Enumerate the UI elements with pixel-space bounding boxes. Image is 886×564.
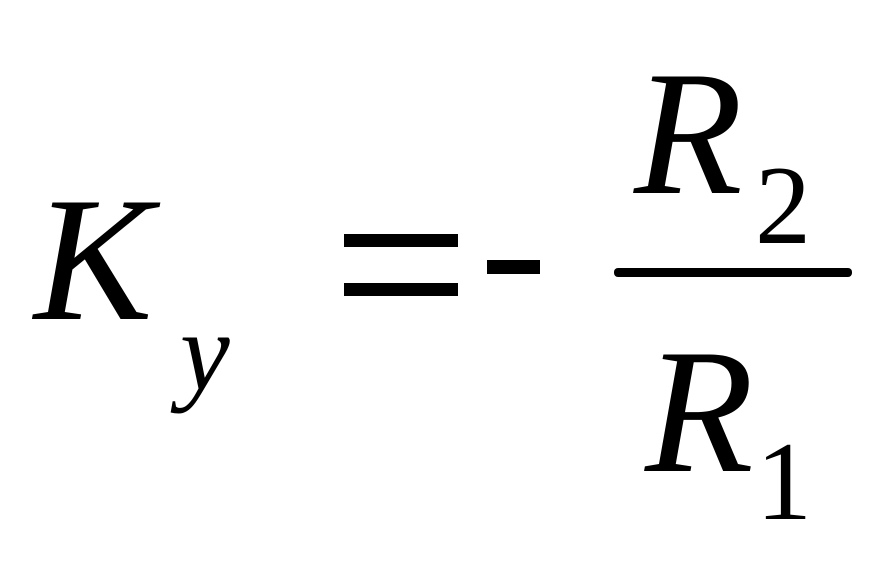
denominator-subscript: 1 [756,420,812,544]
lhs-subscript: y [180,290,230,414]
equals-bar-top [344,234,458,247]
equals-bar-bottom [344,283,458,296]
minus-bar [487,260,540,274]
fraction-bar [614,268,852,277]
lhs-symbol: K [34,160,153,358]
denominator-symbol: R [645,312,754,510]
numerator-subscript: 2 [755,144,811,268]
numerator-symbol: R [634,34,743,232]
